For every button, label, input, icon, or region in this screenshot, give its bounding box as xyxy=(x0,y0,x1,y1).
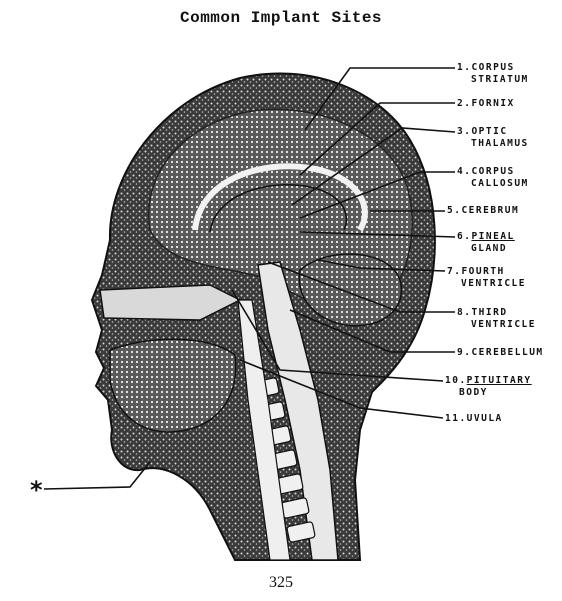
label-pituitary-body: 10.PITUITARY BODY xyxy=(445,375,532,399)
label-number: 8. xyxy=(457,307,472,318)
spinal-cord xyxy=(257,261,339,561)
label-cerebellum: 9.CEREBELLUM xyxy=(457,347,544,359)
oral-cavity xyxy=(109,338,237,433)
label-fornix: 2.FORNIX xyxy=(457,98,515,110)
label-text-line2: VENTRICLE xyxy=(461,278,526,289)
label-corpus-callosum: 4.CORPUS CALLOSUM xyxy=(457,166,529,190)
label-number: 1. xyxy=(457,62,472,73)
label-number: 9. xyxy=(457,347,472,358)
label-text: CEREBRUM xyxy=(461,205,520,216)
cerebellum-region xyxy=(298,253,403,327)
asterisk-marker: * xyxy=(30,476,43,504)
label-pineal-gland: 6.PINEAL GLAND xyxy=(457,231,515,255)
label-cerebrum: 5.CEREBRUM xyxy=(447,205,519,217)
label-corpus-striatum: 1.CORPUS STRIATUM xyxy=(457,62,529,86)
label-text-line2: VENTRICLE xyxy=(471,319,536,330)
label-text: PINEAL xyxy=(471,231,515,242)
label-number: 6. xyxy=(457,231,472,242)
page-number: 325 xyxy=(269,574,293,591)
pointer-lines xyxy=(43,67,456,490)
label-text: THIRD xyxy=(471,307,508,318)
label-number: 2. xyxy=(457,98,472,109)
label-text-line2: GLAND xyxy=(471,243,508,254)
label-number: 11. xyxy=(445,413,467,424)
label-text-line2: THALAMUS xyxy=(471,138,529,149)
label-third-ventricle: 8.THIRD VENTRICLE xyxy=(457,307,536,331)
label-text: OPTIC xyxy=(471,126,508,137)
label-text-line2: BODY xyxy=(459,387,488,398)
label-uvula: 11.UVULA xyxy=(445,413,503,425)
label-text-line2: CALLOSUM xyxy=(471,178,529,189)
label-number: 3. xyxy=(457,126,472,137)
corpus-callosum-arc xyxy=(192,163,368,232)
label-optic-thalamus: 3.OPTIC THALAMUS xyxy=(457,126,529,150)
label-text: CORPUS xyxy=(471,62,515,73)
label-fourth-ventricle: 7.FOURTH VENTRICLE xyxy=(447,266,526,290)
figure-title: Common Implant Sites xyxy=(179,9,383,27)
label-number: 10. xyxy=(445,375,467,386)
label-text-line2: STRIATUM xyxy=(471,74,529,85)
label-number: 4. xyxy=(457,166,472,177)
label-text: UVULA xyxy=(466,413,503,424)
label-number: 5. xyxy=(447,205,462,216)
label-text: FORNIX xyxy=(471,98,515,109)
label-text: CORPUS xyxy=(471,166,515,177)
nasal-cavity xyxy=(99,284,242,321)
label-text: FOURTH xyxy=(461,266,505,277)
label-text: PITUITARY xyxy=(466,375,532,386)
label-text: CEREBELLUM xyxy=(471,347,544,358)
label-number: 7. xyxy=(447,266,462,277)
